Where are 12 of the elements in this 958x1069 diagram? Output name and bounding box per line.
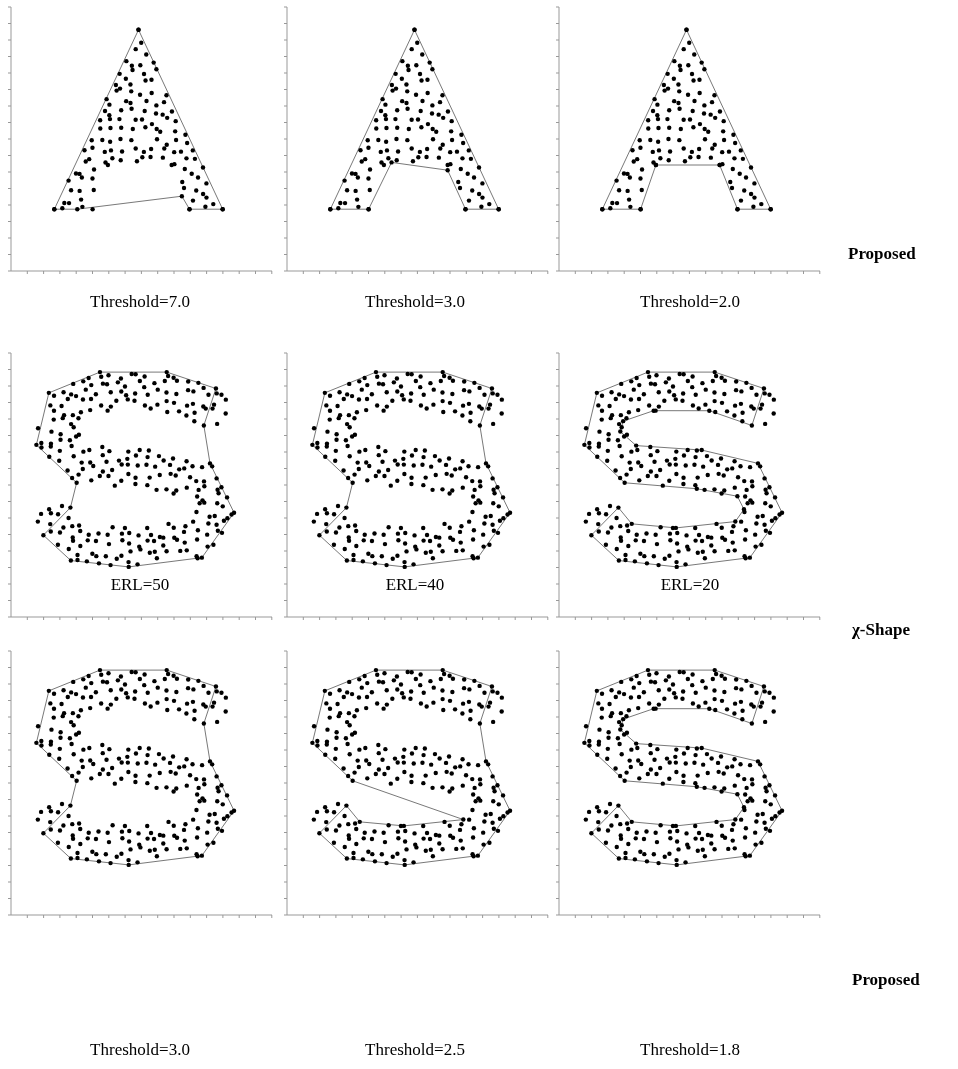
panel-caption: Threshold=3.0 [90, 1040, 190, 1060]
panel-caption: Threshold=2.0 [640, 292, 740, 312]
panel-caption: Threshold=1.8 [640, 1040, 740, 1060]
row-label: Proposed [848, 244, 916, 264]
panel-caption: Threshold=7.0 [90, 292, 190, 312]
row-label: χ-Shape [852, 620, 910, 640]
row-label: Proposed [852, 970, 920, 990]
panel-caption: ERL=50 [110, 575, 170, 595]
panel-caption: Threshold=2.5 [365, 1040, 465, 1060]
panel-caption: ERL=40 [385, 575, 445, 595]
panel-caption: ERL=20 [660, 575, 720, 595]
panel-caption: Threshold=3.0 [365, 292, 465, 312]
